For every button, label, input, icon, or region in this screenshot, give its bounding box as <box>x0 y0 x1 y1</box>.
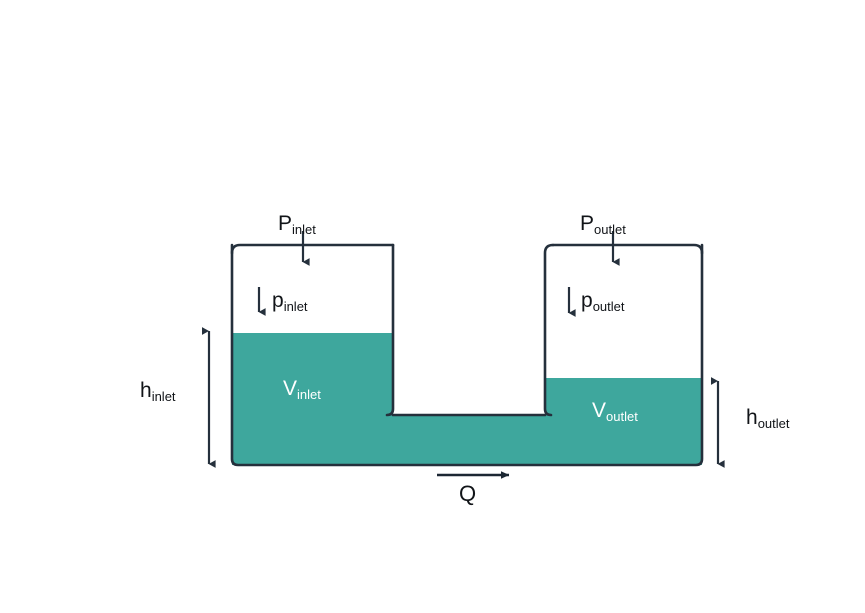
label-p-outlet-static-base: p <box>581 289 593 312</box>
label-p-inlet-total-base: P <box>278 212 293 235</box>
label-v-outlet-sub: outlet <box>606 409 638 424</box>
label-h-outlet: houtlet <box>746 406 790 431</box>
label-p-inlet-static: pinlet <box>272 289 308 314</box>
label-p-outlet-total-base: P <box>580 212 595 235</box>
fluid-outlet-region <box>545 378 702 465</box>
label-p-inlet-total: Pinlet <box>278 212 316 237</box>
label-p-inlet-total-sub: inlet <box>292 222 316 237</box>
label-v-outlet-base: V <box>592 399 607 422</box>
label-v-outlet: Voutlet <box>592 399 638 424</box>
label-p-outlet-static-sub: outlet <box>592 299 625 314</box>
label-p-outlet-total: Poutlet <box>580 212 626 237</box>
label-v-inlet-sub: inlet <box>297 387 321 402</box>
label-p-outlet-static: poutlet <box>581 289 625 314</box>
inlet-tank-top-left-cap <box>230 243 395 255</box>
vessel-outline <box>230 243 704 467</box>
label-flow-rate: Q <box>459 483 476 505</box>
label-h-outlet-sub: outlet <box>757 416 790 431</box>
label-p-inlet-static-sub: inlet <box>283 299 308 314</box>
label-p-inlet-static-base: p <box>272 289 284 312</box>
label-h-outlet-base: h <box>746 406 758 429</box>
label-v-inlet: Vinlet <box>283 377 321 402</box>
outlet-tank-inner-wall <box>543 243 555 417</box>
fluid-body-group <box>232 333 702 465</box>
outlet-tank-top-edge <box>551 243 704 255</box>
label-h-inlet-base: h <box>140 379 152 402</box>
fluid-channel-region <box>393 415 545 465</box>
label-flow-rate-base: Q <box>459 481 477 506</box>
label-h-inlet: hinlet <box>140 379 176 404</box>
inlet-tank-inner-wall <box>385 243 395 417</box>
label-p-outlet-total-sub: outlet <box>594 222 626 237</box>
label-v-inlet-base: V <box>283 377 298 400</box>
fluid-inlet-region <box>232 333 393 465</box>
label-h-inlet-sub: inlet <box>151 389 176 404</box>
